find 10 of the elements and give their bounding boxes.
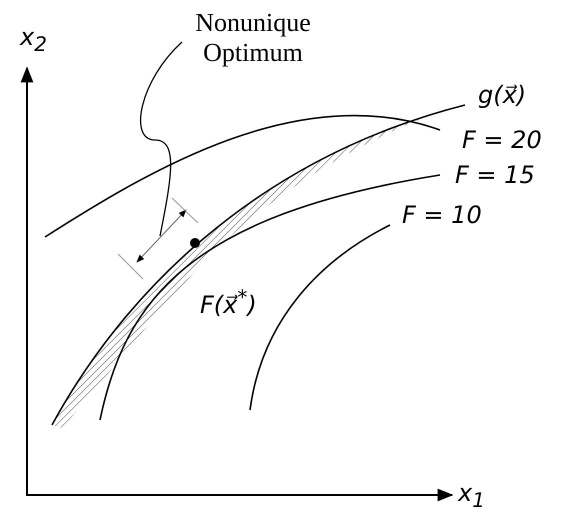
- curve-label: F = 10: [402, 200, 482, 230]
- axis-label: x$_{2}$: [20, 22, 47, 58]
- double-arrow: [118, 198, 198, 280]
- callout-text: Nonunique Optimum: [178, 8, 328, 68]
- curve-label: F = 15: [455, 160, 535, 190]
- curve-label: g(x⃗): [478, 80, 526, 110]
- leader-line: [140, 42, 182, 236]
- point-label: F(x⃗$^{*}$): [200, 284, 257, 320]
- axis-label: x$_{1}$: [458, 478, 485, 514]
- curve-label: F = 20: [462, 125, 542, 155]
